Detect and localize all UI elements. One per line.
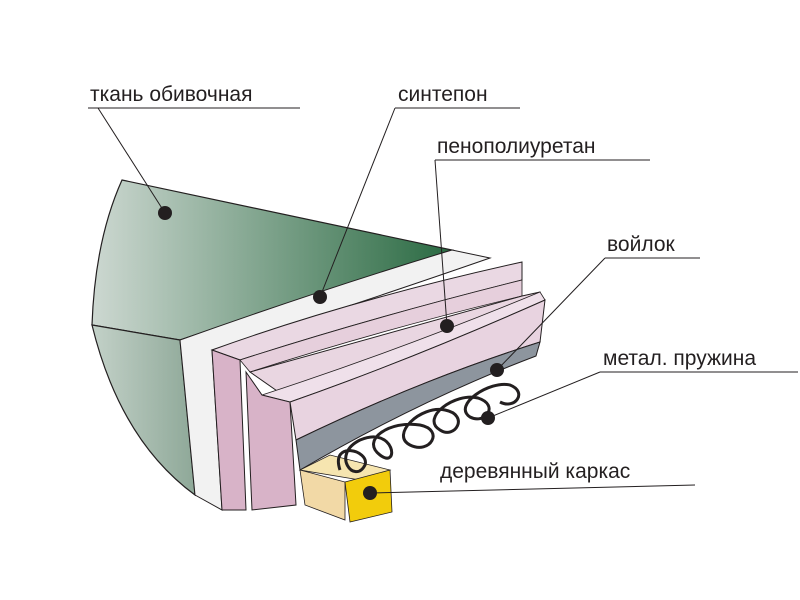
label-foam: пенополиуретан	[437, 135, 595, 158]
foam-layer-upper-front	[239, 279, 523, 373]
leader-line-fabric-diag	[97, 107, 166, 214]
leader-line-frame	[369, 484, 696, 494]
leader-line-spring-diag	[487, 371, 601, 419]
marker-dot-foam	[440, 319, 454, 333]
marker-dot-felt	[490, 363, 504, 377]
label-fabric: ткань обивочная	[90, 83, 252, 106]
label-felt: войлок	[607, 233, 675, 256]
label-frame: деревянный каркас	[440, 460, 630, 483]
leader-line-foam-diag	[434, 159, 448, 327]
leader-line-synthepon-diag	[319, 107, 396, 298]
foam-layer-upper-side	[211, 349, 247, 511]
marker-dot-fabric	[158, 206, 172, 220]
felt-layer	[295, 341, 541, 471]
fabric-side-face	[91, 324, 196, 497]
label-spring: метал. пружина	[603, 347, 756, 370]
metal-spring	[336, 382, 521, 474]
marker-dot-spring	[481, 411, 495, 425]
leader-line-felt-diag	[496, 257, 606, 371]
label-synthepon: синтепон	[398, 83, 488, 106]
marker-dot-frame	[363, 486, 377, 500]
marker-dot-synthepon	[313, 290, 327, 304]
foam-layer-lower-side	[245, 370, 297, 511]
wooden-frame-side	[299, 469, 346, 521]
